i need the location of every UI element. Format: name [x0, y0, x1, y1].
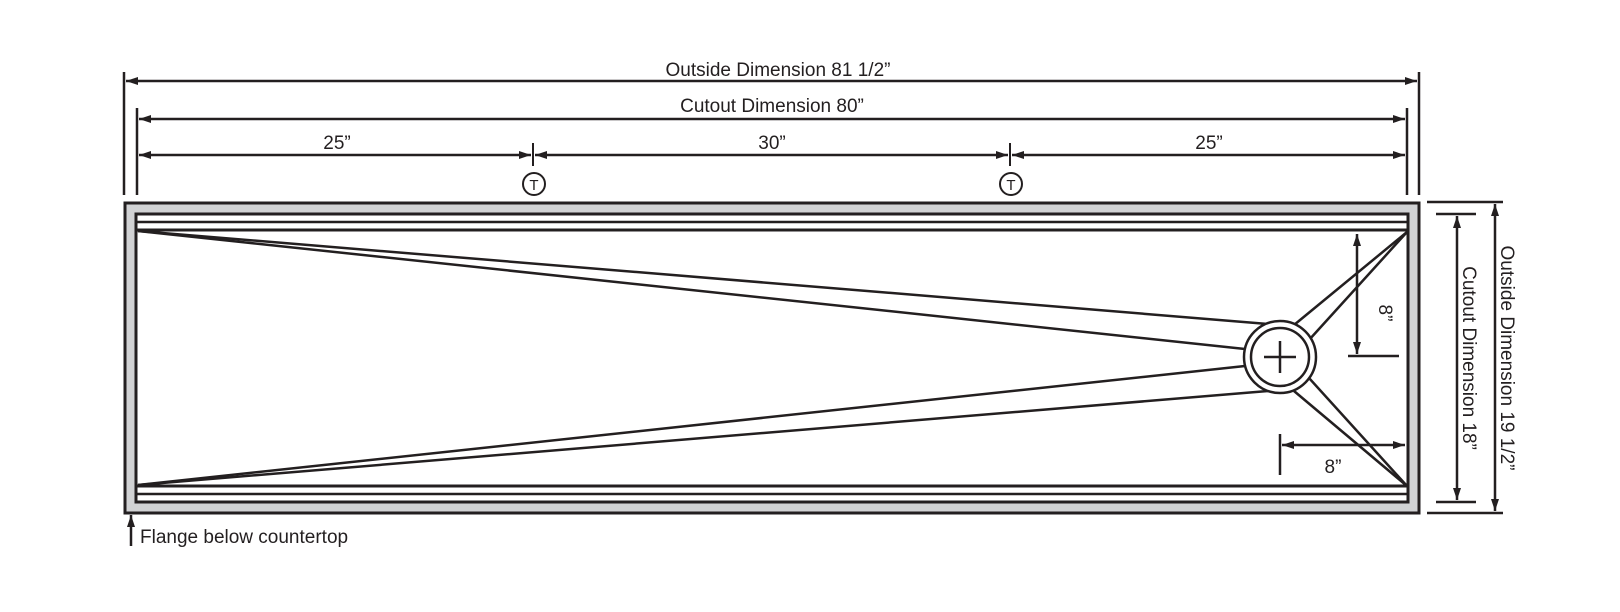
drain [1242, 319, 1318, 395]
outside-height-label: Outside Dimension 19 1/2” [1496, 246, 1517, 471]
sink-outline [123, 201, 1421, 515]
outside-width-label: Outside Dimension 81 1/2” [666, 60, 891, 81]
outside-width-dimension: Outside Dimension 81 1/2” [122, 60, 1421, 195]
drain-horizontal-label: 8” [1325, 457, 1342, 478]
cutout-width-label: Cutout Dimension 80” [680, 96, 864, 117]
flange-note: Flange below countertop [127, 515, 348, 548]
tap-spacing-dimension: 25” 30” 25” [139, 133, 1405, 166]
segment-left-label: 25” [323, 133, 350, 154]
drain-vertical-label: 8” [1374, 305, 1395, 322]
svg-text:T: T [529, 177, 538, 194]
svg-text:T: T [1006, 177, 1015, 194]
segment-right-label: 25” [1195, 133, 1222, 154]
flange-label: Flange below countertop [140, 527, 348, 548]
tap-marker-left: T [522, 172, 546, 196]
cutout-height-dimension: Cutout Dimension 18” [1436, 212, 1479, 504]
drain-horizontal-dimension: 8” [1278, 434, 1405, 478]
cutout-width-dimension: Cutout Dimension 80” [135, 96, 1409, 195]
drain-vertical-dimension: 8” [1348, 234, 1399, 358]
tap-marker-right: T [999, 172, 1023, 196]
outside-height-dimension: Outside Dimension 19 1/2” [1427, 200, 1517, 515]
cutout-height-label: Cutout Dimension 18” [1458, 266, 1479, 450]
segment-middle-label: 30” [758, 133, 785, 154]
